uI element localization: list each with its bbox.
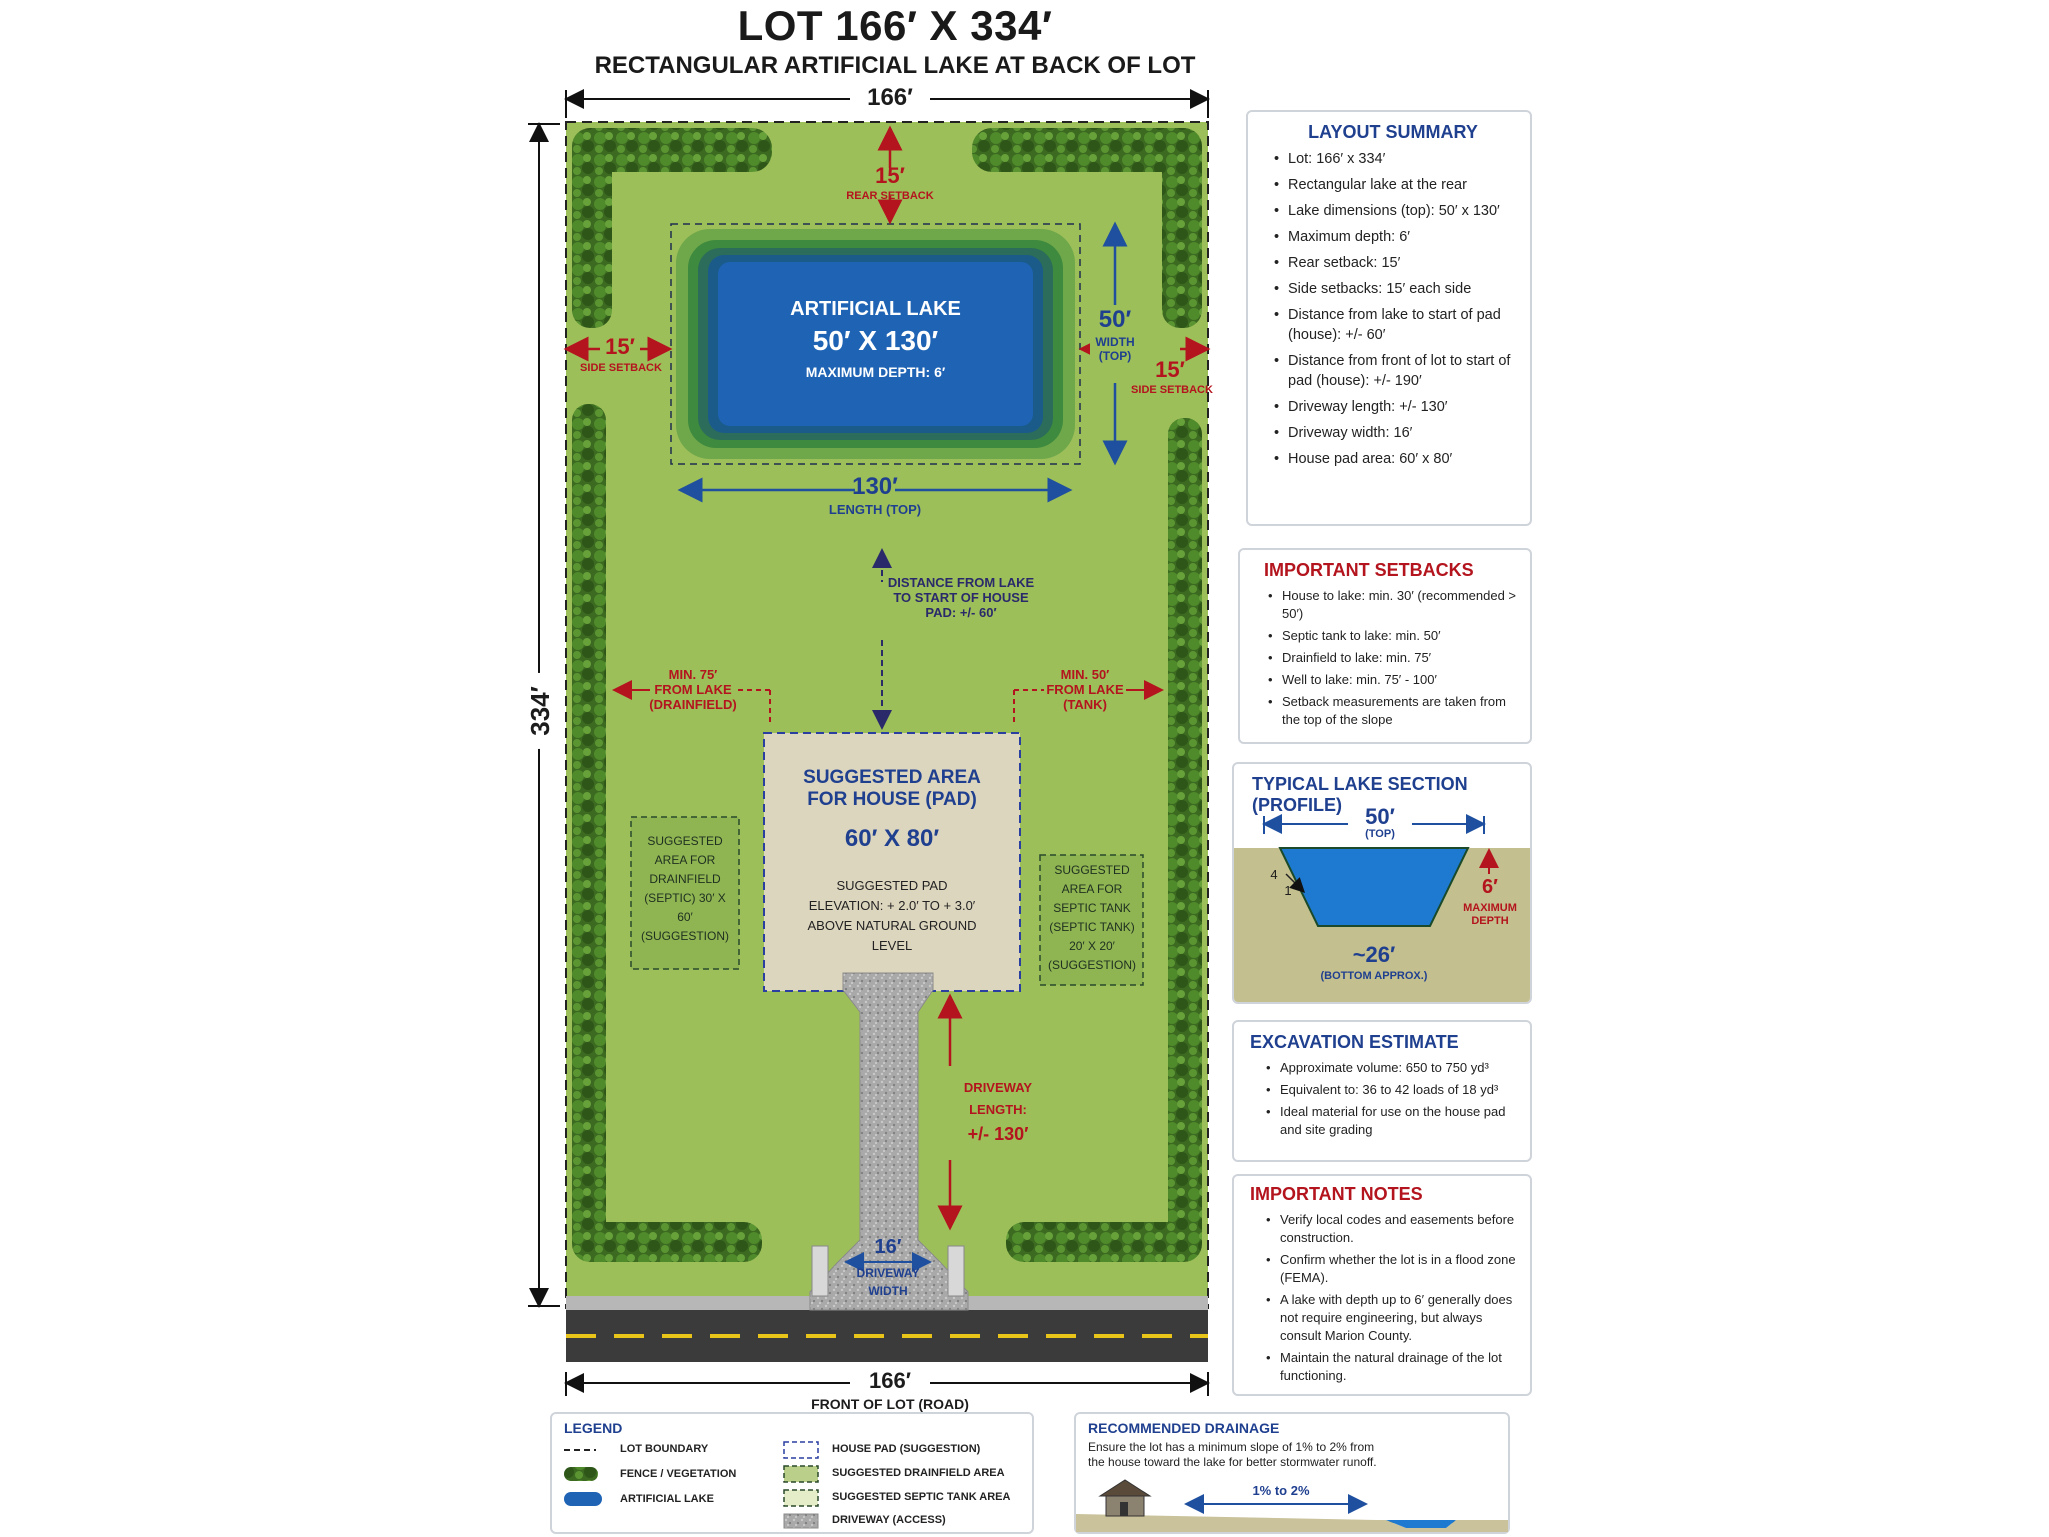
lake-section-panel: TYPICAL LAKE SECTION (PROFILE) 50′ (TOP)… — [1232, 762, 1532, 1004]
layout-summary-title: LAYOUT SUMMARY — [1308, 122, 1478, 142]
rear-setback-value: 15′ — [875, 163, 905, 188]
drainage-panel: RECOMMENDED DRAINAGE Ensure the lot has … — [1074, 1412, 1510, 1534]
left-length-label: 334′ — [525, 672, 556, 749]
setback-item: House to lake: min. 30′ (recommended > 5… — [1268, 587, 1518, 623]
summary-item: Lot: 166′ x 334′ — [1274, 149, 1516, 169]
summary-item: Driveway width: 16′ — [1274, 423, 1516, 443]
note-item: Verify local codes and easements before … — [1266, 1211, 1518, 1247]
note-item: A lake with depth up to 6′ generally doe… — [1266, 1291, 1518, 1345]
setback-item: Well to lake: min. 75′ - 100′ — [1268, 671, 1518, 689]
section-top-width: 50′ — [1348, 804, 1412, 830]
important-notes-panel: IMPORTANT NOTES Verify local codes and e… — [1232, 1174, 1532, 1396]
summary-item: Lake dimensions (top): 50′ x 130′ — [1274, 201, 1516, 221]
summary-item: Rectangular lake at the rear — [1274, 175, 1516, 195]
artificial-lake — [718, 262, 1033, 426]
lake-size: 50′ X 130′ — [812, 325, 939, 356]
lake-length-label: LENGTH (TOP) — [828, 502, 922, 517]
lake-title: ARTIFICIAL LAKE — [790, 298, 961, 320]
legend-panel: LEGEND LOT BOUNDARY FENCE / VEGETATION A… — [550, 1412, 1034, 1534]
section-bottom-value: ~26′ — [1352, 942, 1396, 967]
excavation-item: Equivalent to: 36 to 42 loads of 18 yd³ — [1266, 1081, 1518, 1099]
lake-width-label: WIDTH (TOP) — [1090, 335, 1140, 364]
side-setback-left-label: SIDE SETBACK — [580, 362, 662, 374]
house-pad-elevation: SUGGESTED PAD ELEVATION: + 2.0′ TO + 3.0… — [807, 878, 977, 953]
important-setbacks-panel: IMPORTANT SETBACKS House to lake: min. 3… — [1238, 548, 1532, 744]
section-slope-run: 1 — [1284, 883, 1292, 898]
legend-house-pad: HOUSE PAD (SUGGESTION) — [832, 1443, 981, 1455]
legend-driveway: DRIVEWAY (ACCESS) — [832, 1514, 946, 1526]
driveway-width-label: DRIVEWAY WIDTH — [856, 1266, 920, 1298]
legend-title: LEGEND — [564, 1420, 623, 1436]
top-width-label: 166′ — [850, 84, 930, 112]
legend-septic-tank-area: SUGGESTED SEPTIC TANK AREA — [832, 1491, 1011, 1503]
side-setback-left-value: 15′ — [605, 334, 635, 359]
legend-artificial-lake: ARTIFICIAL LAKE — [620, 1493, 714, 1505]
layout-summary-panel: LAYOUT SUMMARY Lot: 166′ x 334′ Rectangu… — [1246, 110, 1532, 526]
drainfield-area-label: SUGGESTED AREA FOR DRAINFIELD (SEPTIC) 3… — [640, 834, 729, 943]
septic-tank-area-label: SUGGESTED AREA FOR SEPTIC TANK (SEPTIC T… — [1047, 863, 1136, 972]
lake-width-value: 50′ — [1085, 306, 1145, 334]
excavation-item: Ideal material for use on the house pad … — [1266, 1103, 1518, 1139]
drainage-text: Ensure the lot has a minimum slope of 1%… — [1088, 1440, 1377, 1469]
tank-min-note: MIN. 50′ FROM LAKE (TANK) — [1046, 667, 1124, 712]
page-title: LOT 166′ X 334′ — [737, 2, 1053, 49]
summary-item: Rear setback: 15′ — [1274, 253, 1516, 273]
summary-item: Maximum depth: 6′ — [1274, 227, 1516, 247]
summary-item: Side setbacks: 15′ each side — [1274, 279, 1516, 299]
driveway-length-label: DRIVEWAY LENGTH: — [963, 1080, 1033, 1117]
page-subtitle: RECTANGULAR ARTIFICIAL LAKE AT BACK OF L… — [594, 52, 1196, 79]
section-depth-value: 6′ — [1482, 876, 1498, 898]
rear-setback-label: REAR SETBACK — [846, 190, 934, 202]
excavation-title: EXCAVATION ESTIMATE — [1250, 1032, 1459, 1052]
legend-drainfield-area: SUGGESTED DRAINFIELD AREA — [832, 1467, 1005, 1479]
drainage-title: RECOMMENDED DRAINAGE — [1088, 1420, 1280, 1436]
hedge-vegetation — [572, 128, 1202, 1262]
excavation-item: Approximate volume: 650 to 750 yd³ — [1266, 1059, 1518, 1077]
house-pad-title: SUGGESTED AREA FOR HOUSE (PAD) — [803, 767, 981, 810]
bottom-width-label: 166′ — [850, 1368, 930, 1394]
legend-fence-vegetation: FENCE / VEGETATION — [620, 1468, 737, 1480]
driveway — [809, 972, 969, 1311]
note-item: Confirm whether the lot is in a flood zo… — [1266, 1251, 1518, 1287]
drainage-slope-label: 1% to 2% — [1252, 1483, 1310, 1498]
section-slope-rise: 4 — [1270, 867, 1278, 882]
summary-item: Distance from front of lot to start of p… — [1274, 351, 1516, 391]
drainfield-min-note: MIN. 75′ FROM LAKE (DRAINFIELD) — [649, 667, 737, 712]
side-setback-right-value: 15′ — [1155, 357, 1185, 382]
legend-swatches — [564, 1441, 819, 1529]
legend-lot-boundary: LOT BOUNDARY — [620, 1443, 709, 1455]
summary-item: Distance from lake to start of pad (hous… — [1274, 305, 1516, 345]
drainfield-area — [630, 816, 740, 970]
setback-item: Setback measurements are taken from the … — [1268, 693, 1518, 729]
lake-to-pad-note: DISTANCE FROM LAKE TO START OF HOUSE PAD… — [886, 575, 1036, 621]
setback-item: Drainfield to lake: min. 75′ — [1268, 649, 1518, 667]
setback-item: Septic tank to lake: min. 50′ — [1268, 627, 1518, 645]
important-setbacks-title: IMPORTANT SETBACKS — [1264, 560, 1474, 580]
house-pad — [763, 732, 1021, 992]
summary-item: Driveway length: +/- 130′ — [1274, 397, 1516, 417]
section-depth-label: MAXIMUM DEPTH — [1463, 902, 1517, 927]
excavation-panel: EXCAVATION ESTIMATE Approximate volume: … — [1232, 1020, 1532, 1162]
drainage-diagram — [1076, 1479, 1508, 1532]
lake-section-diagram — [1234, 814, 1530, 1002]
side-setback-right-label: SIDE SETBACK — [1131, 384, 1213, 396]
note-item: Maintain the natural drainage of the lot… — [1266, 1349, 1518, 1385]
section-top-label: (TOP) — [1365, 828, 1395, 840]
lake-length-value: 130′ — [852, 473, 898, 500]
summary-item: House pad area: 60′ x 80′ — [1274, 449, 1516, 469]
front-of-lot-label: FRONT OF LOT (ROAD) — [811, 1396, 969, 1412]
section-bottom-label: (BOTTOM APPROX.) — [1320, 970, 1428, 982]
lake-section-title: TYPICAL LAKE SECTION (PROFILE) — [1252, 774, 1468, 815]
important-notes-title: IMPORTANT NOTES — [1250, 1184, 1423, 1204]
driveway-length-value: +/- 130′ — [967, 1124, 1029, 1144]
septic-tank-area — [1039, 854, 1144, 986]
house-pad-size: 60′ X 80′ — [844, 825, 940, 852]
driveway-width-value: 16′ — [874, 1236, 902, 1258]
lake-depth: MAXIMUM DEPTH: 6′ — [805, 364, 946, 380]
